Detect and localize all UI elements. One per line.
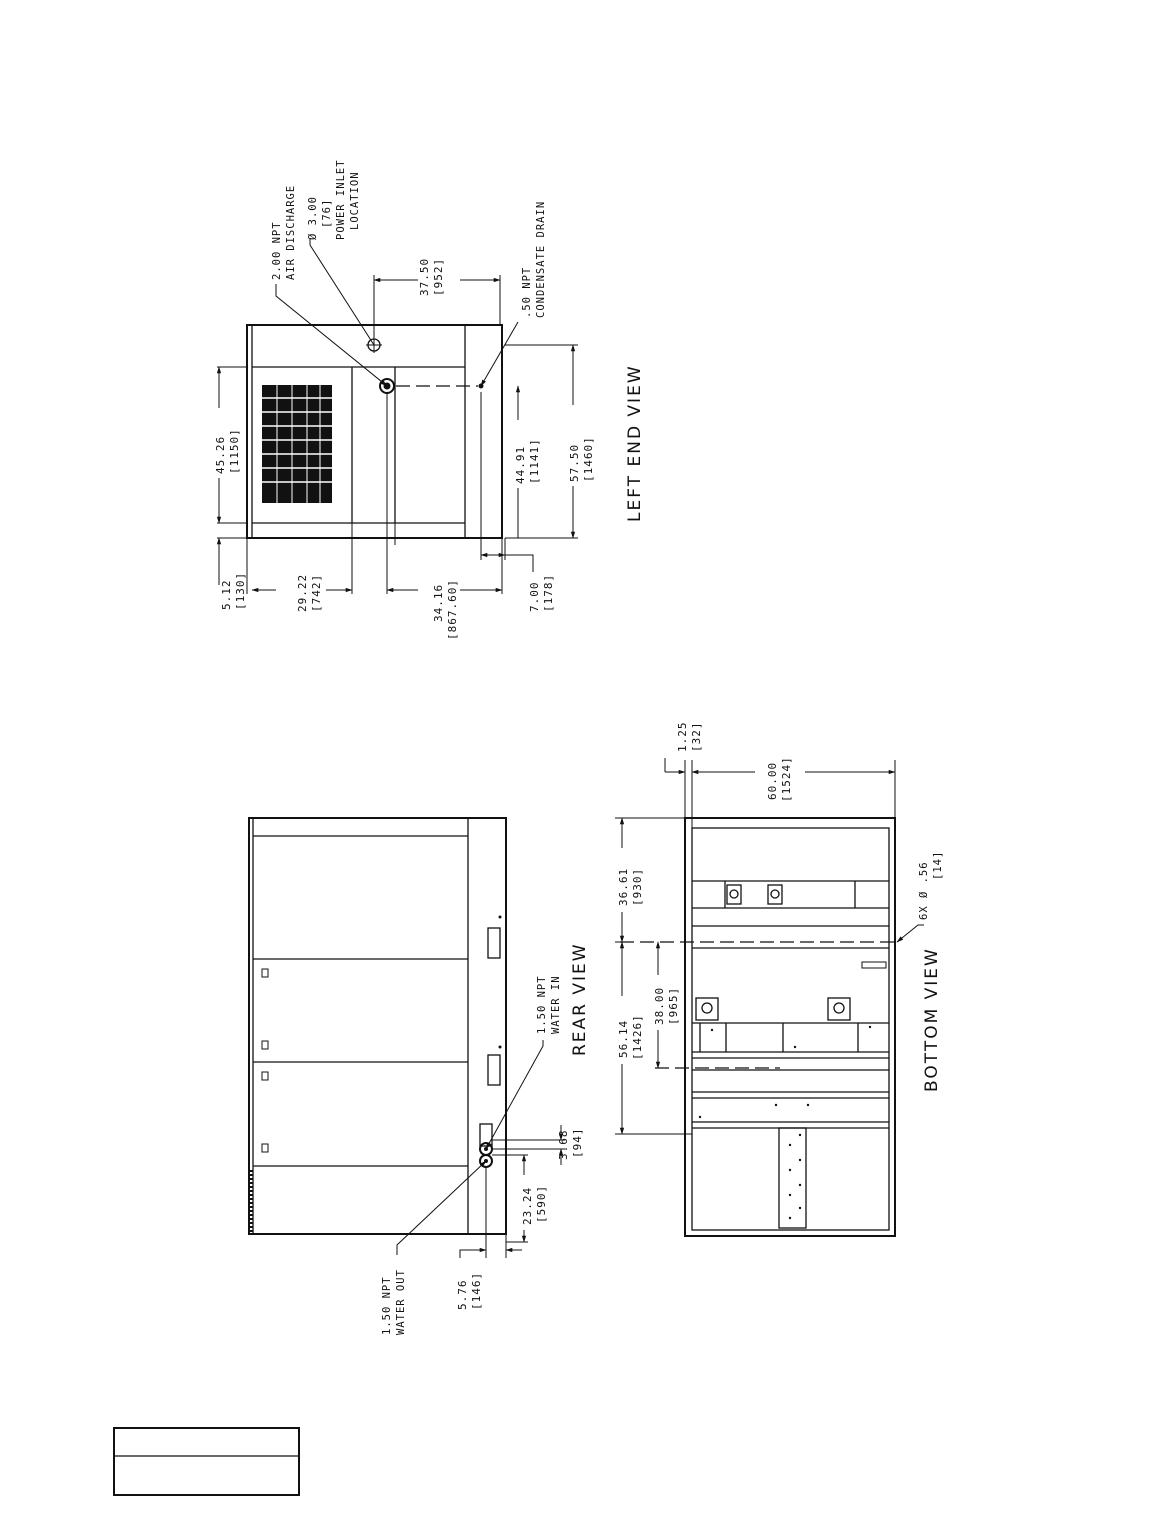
power-inlet-dia: Ø 3.00 bbox=[307, 196, 319, 240]
dim-3-68-mm: [94] bbox=[571, 1128, 584, 1159]
holes-callout: 6X Ø .56 bbox=[918, 861, 930, 920]
dim-38-00-mm: [965] bbox=[667, 987, 680, 1025]
left-end-view-title: LEFT END VIEW bbox=[625, 364, 645, 522]
dim-7-00: 7.00 bbox=[528, 582, 541, 613]
water-out-label: WATER OUT bbox=[395, 1269, 407, 1335]
panel-slot bbox=[261, 968, 269, 978]
condensate-label: CONDENSATE DRAIN bbox=[535, 201, 547, 318]
dim-56-14-mm: [1426] bbox=[631, 1014, 644, 1060]
mount-pad bbox=[695, 997, 719, 1021]
dim-44-91-mm: [1141] bbox=[528, 438, 541, 484]
dim-34-16: 34.16 bbox=[432, 584, 445, 622]
rear-view: 3.68 [94] 23.24 [590] 5.76 [146] 1.50 NP… bbox=[248, 817, 590, 1335]
left-end-view: 5.12 [130] 29.22 [742] 34.16 [867.60] 7.… bbox=[214, 159, 645, 640]
bottom-view-body bbox=[684, 817, 896, 1237]
mount-hole bbox=[729, 889, 739, 899]
dim-1-25-mm: [32] bbox=[690, 722, 703, 753]
dim-57-50-mm: [1460] bbox=[582, 436, 595, 482]
mount-hole bbox=[770, 889, 780, 899]
air-discharge-size: 2.00 NPT bbox=[271, 221, 283, 280]
dim-36-61: 36.61 bbox=[617, 868, 630, 906]
water-in-label: WATER IN bbox=[550, 975, 562, 1034]
water-out-size: 1.50 NPT bbox=[381, 1276, 393, 1335]
dim-3-68: 3.68 bbox=[557, 1130, 570, 1161]
panel-slot bbox=[261, 1143, 269, 1153]
dim-38-00: 38.00 bbox=[653, 987, 666, 1025]
dim-45-26-mm: [1150] bbox=[228, 428, 241, 474]
power-inlet-mm: [76] bbox=[321, 199, 333, 228]
power-inlet-location: LOCATION bbox=[349, 171, 361, 230]
mount-hole bbox=[701, 1002, 713, 1014]
dim-29-22: 29.22 bbox=[296, 574, 309, 612]
mount-pad bbox=[767, 884, 783, 905]
dim-23-24: 23.24 bbox=[521, 1187, 534, 1225]
dim-60-00: 60.00 bbox=[766, 762, 779, 800]
panel-slot bbox=[261, 1071, 269, 1081]
rear-view-body bbox=[248, 817, 507, 1235]
rear-view-title: REAR VIEW bbox=[570, 942, 590, 1056]
title-block bbox=[113, 1427, 300, 1496]
dim-5-76: 5.76 bbox=[456, 1280, 469, 1311]
dim-5-12-mm: [130] bbox=[234, 572, 247, 610]
holes-callout-mm: [14] bbox=[932, 851, 944, 880]
rear-handle bbox=[487, 927, 501, 959]
bottom-view: 1.25 [32] 60.00 [1524] 36.61 [930] 38.00… bbox=[615, 722, 944, 1237]
dim-44-91: 44.91 bbox=[514, 446, 527, 484]
dim-5-76-mm: [146] bbox=[470, 1272, 483, 1310]
dim-1-25: 1.25 bbox=[676, 722, 689, 753]
power-inlet-label: POWER INLET bbox=[335, 159, 347, 240]
louver-grille bbox=[262, 385, 332, 503]
water-in-size: 1.50 NPT bbox=[536, 975, 548, 1034]
rear-handle bbox=[487, 1054, 501, 1086]
dim-5-12: 5.12 bbox=[220, 580, 233, 611]
bottom-view-title: BOTTOM VIEW bbox=[922, 947, 942, 1092]
air-discharge-label: AIR DISCHARGE bbox=[285, 185, 297, 280]
dim-29-22-mm: [742] bbox=[310, 574, 323, 612]
condensate-size: .50 NPT bbox=[521, 267, 533, 318]
dim-23-24-mm: [590] bbox=[535, 1185, 548, 1223]
dim-45-26: 45.26 bbox=[214, 436, 227, 474]
dim-7-00-mm: [178] bbox=[542, 574, 555, 612]
dim-57-50: 57.50 bbox=[568, 444, 581, 482]
dim-37-50: 37.50 bbox=[418, 258, 431, 296]
dim-56-14: 56.14 bbox=[617, 1020, 630, 1058]
dim-37-50-mm: [952] bbox=[432, 258, 445, 296]
dim-36-61-mm: [930] bbox=[631, 868, 644, 906]
mount-pad bbox=[726, 884, 742, 905]
mount-pad bbox=[827, 997, 851, 1021]
mount-hole bbox=[833, 1002, 845, 1014]
dim-34-16-mm: [867.60] bbox=[446, 579, 459, 640]
panel-slot bbox=[261, 1040, 269, 1050]
dim-60-00-mm: [1524] bbox=[780, 756, 793, 802]
